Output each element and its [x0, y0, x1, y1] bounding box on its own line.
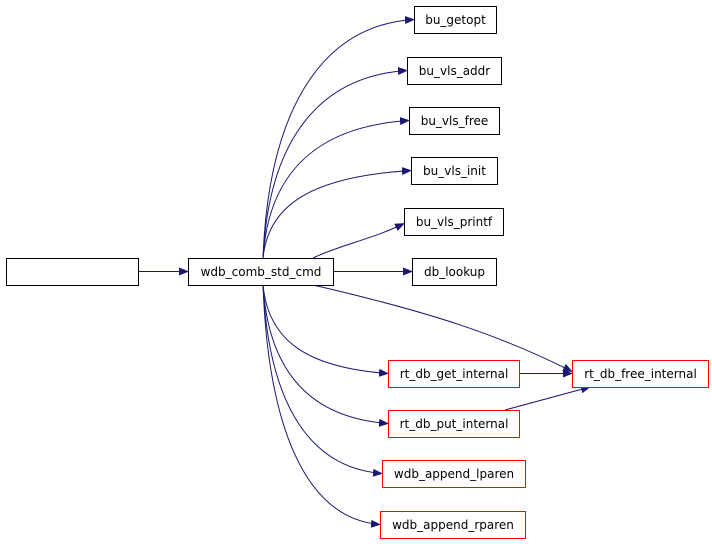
node-box [404, 208, 504, 236]
edge-wdb_comb_std_cmd-to-rt_db_put_internal [262, 284, 389, 427]
node-box [411, 157, 498, 185]
node-bu_getopt[interactable]: bu_getopt [414, 6, 497, 34]
node-rt_db_free_internal[interactable]: rt_db_free_internal [572, 360, 709, 388]
edges-layer [138, 16, 591, 528]
node-wdb_comb_std_cmd[interactable]: wdb_comb_std_cmd [188, 258, 334, 286]
node-box [407, 57, 502, 85]
edge-wdb_comb_std_cmd-to-bu_vls_printf [312, 223, 405, 259]
node-box [412, 258, 497, 286]
node-box [414, 6, 497, 34]
node-bu_vls_init[interactable]: bu_vls_init [411, 157, 498, 185]
node-bu_vls_free[interactable]: bu_vls_free [409, 107, 500, 135]
node-bu_vls_addr[interactable]: bu_vls_addr [407, 57, 502, 85]
edge-wdb_comb_std_cmd-to-rt_db_free_internal [312, 284, 573, 372]
edge-wdb_comb_std_cmd-to-bu_getopt [262, 16, 415, 259]
node-box [388, 410, 520, 438]
edge-wdb_comb_std_cmd-to-bu_vls_free [262, 117, 410, 259]
node-label: bu_vls_addr [419, 64, 490, 78]
edge-wdb_comb_std_cmd-to-wdb_append_lparen [262, 284, 383, 477]
nodes-layer: wdb_comb_std_tcl wdb_comb_std_cmd bu_getop… [6, 6, 709, 539]
node-db_lookup[interactable]: db_lookup [412, 258, 497, 286]
node-label: wdb_append_rparen [392, 518, 514, 532]
node-wdb_append_lparen[interactable]: wdb_append_lparen [382, 460, 526, 488]
node-rt_db_put_internal[interactable]: rt_db_put_internal [388, 410, 520, 438]
node-label: bu_getopt [425, 13, 486, 27]
edge-wdb_comb_std_cmd-to-rt_db_get_internal [262, 284, 389, 377]
node-box [380, 511, 526, 539]
node-label: db_lookup [424, 265, 485, 279]
node-label: wdb_comb_std_tcl [18, 265, 128, 279]
node-label: bu_vls_init [423, 164, 486, 178]
node-box [409, 107, 500, 135]
node-label: bu_vls_printf [416, 215, 493, 229]
edge-wdb_comb_std_cmd-to-wdb_append_rparen [262, 284, 381, 528]
node-box [188, 258, 334, 286]
node-box [388, 360, 520, 388]
edge-wdb_comb_std_cmd-to-bu_vls_addr [262, 67, 408, 259]
node-label: rt_db_get_internal [400, 367, 509, 381]
node-box [382, 460, 526, 488]
node-box [572, 360, 709, 388]
node-label: wdb_append_lparen [394, 467, 514, 481]
node-label: wdb_comb_std_cmd [201, 265, 322, 279]
edge-wdb_comb_std_cmd-to-bu_vls_init [262, 167, 412, 259]
node-bu_vls_printf[interactable]: bu_vls_printf [404, 208, 504, 236]
node-label: rt_db_put_internal [400, 417, 509, 431]
node-label: bu_vls_free [421, 114, 489, 128]
edge-rt_db_put_internal-to-rt_db_free_internal [504, 385, 591, 411]
node-wdb_comb_std_tcl: wdb_comb_std_tcl [6, 258, 139, 286]
node-label: rt_db_free_internal [584, 367, 697, 381]
node-rt_db_get_internal[interactable]: rt_db_get_internal [388, 360, 520, 388]
node-wdb_append_rparen[interactable]: wdb_append_rparen [380, 511, 526, 539]
node-box [6, 258, 139, 286]
